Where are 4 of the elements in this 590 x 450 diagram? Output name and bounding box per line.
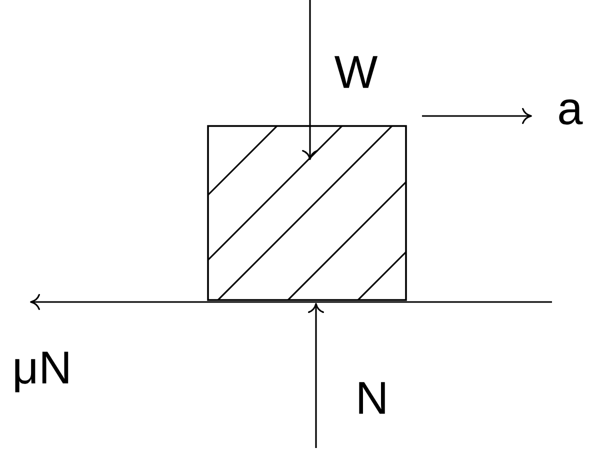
force-label: μN <box>15 352 68 392</box>
force-label: W <box>334 56 378 88</box>
force-label: a <box>559 99 583 125</box>
force-label: N <box>359 382 385 414</box>
